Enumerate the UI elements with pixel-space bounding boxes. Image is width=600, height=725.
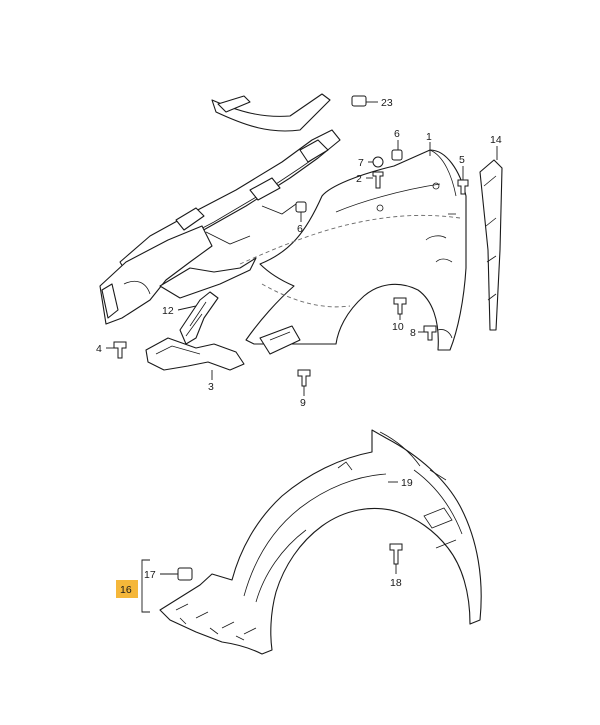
callout-19: 19 (401, 477, 413, 489)
callout-labels: 23 6 1 7 2 5 14 6 10 8 4 12 3 9 19 18 17… (96, 97, 502, 598)
fender-side-trim (479, 159, 503, 331)
callout-1: 1 (426, 131, 432, 143)
fender-front-bracket (179, 291, 219, 345)
wheel-housing-liner (159, 429, 482, 655)
callout-5: 5 (459, 154, 465, 166)
callout-23: 23 (381, 97, 393, 109)
callout-17: 17 (144, 569, 156, 581)
callout-18: 18 (390, 577, 402, 589)
callout-2: 2 (356, 173, 362, 185)
callout-4: 4 (96, 343, 102, 355)
front-body-structure (99, 93, 341, 325)
callout-9: 9 (300, 397, 306, 409)
lower-mounting-bracket (145, 325, 301, 371)
callout-6-upper: 6 (394, 128, 400, 140)
callout-3: 3 (208, 381, 214, 393)
callout-7: 7 (358, 157, 364, 169)
callout-8: 8 (410, 327, 416, 339)
callout-10: 10 (392, 321, 404, 333)
front-fender (239, 149, 467, 351)
callout-6-lower: 6 (297, 223, 303, 235)
callout-16-highlight (116, 580, 138, 598)
leader-lines (106, 101, 498, 613)
fasteners (113, 95, 469, 581)
callout-16: 16 (120, 584, 132, 596)
callout-12: 12 (162, 305, 174, 317)
callout-14: 14 (490, 134, 502, 146)
